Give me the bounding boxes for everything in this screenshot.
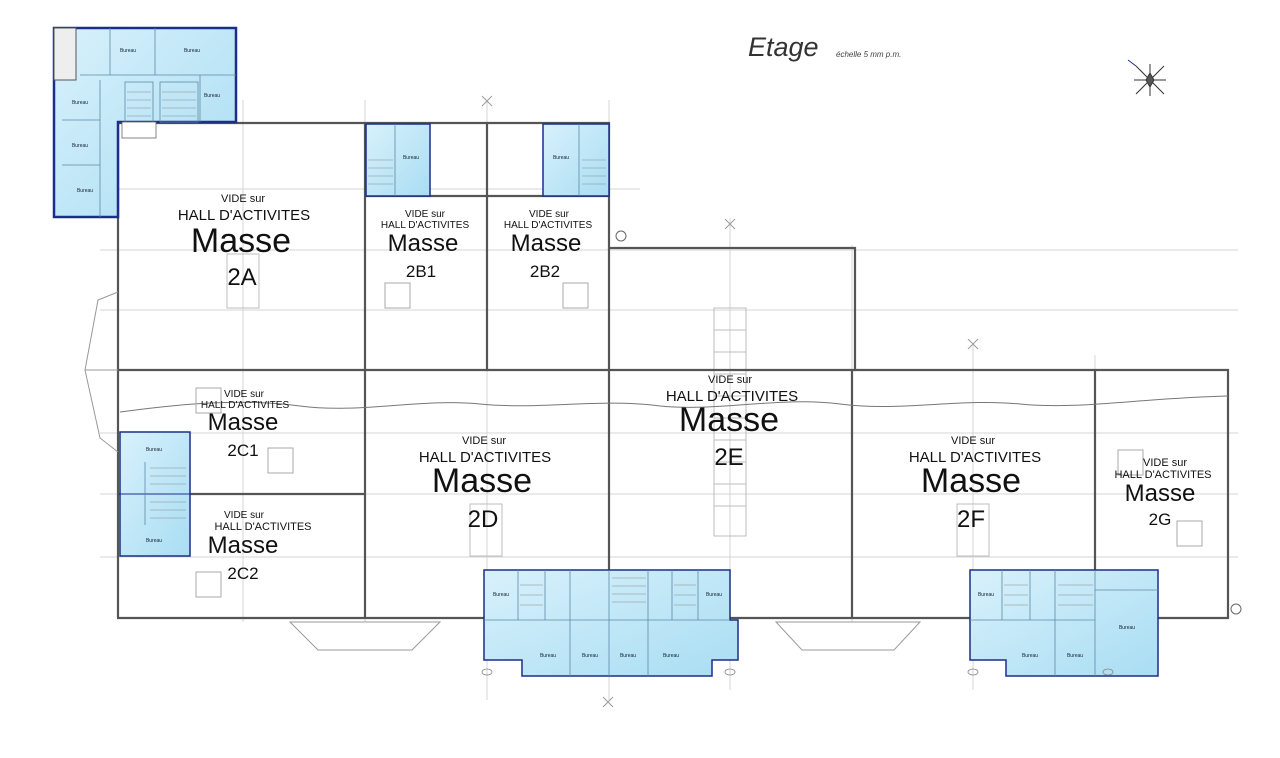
hall-label: HALL D'ACTIVITES [665,388,799,405]
hall-label: HALL D'ACTIVITES [1114,469,1212,481]
masse-id-2c1: 2C1 [227,441,259,460]
office-label: Bureau [71,143,89,149]
office-label: Bureau [71,100,89,106]
masse-id-2e: 2E [714,444,744,471]
masse-label: Masse [678,401,780,439]
scale-note: échelle 5 mm p.m. [836,50,902,59]
office-label: Bureau [581,653,599,659]
roof-hatches [195,282,1203,598]
vide-label: VIDE sur [220,193,266,205]
hall-label: HALL D'ACTIVITES [908,449,1042,466]
hall-label: HALL D'ACTIVITES [503,220,593,231]
vide-label: VIDE sur [404,209,446,220]
vide-label: VIDE sur [707,374,753,386]
vide-label: VIDE sur [950,435,996,447]
outside-markers [481,668,1114,676]
page-title: Etage [748,32,819,62]
masse-label: Masse [207,409,279,436]
office-label: Bureau [1066,653,1084,659]
bottom-canopy-left [288,621,442,651]
masse-id-2f: 2F [956,506,986,533]
masse-label: Masse [1124,480,1196,507]
office-label: Bureau [145,447,163,453]
masse-label: Masse [207,532,279,559]
office-label: Bureau [1021,653,1039,659]
masse-id-2c2: 2C2 [227,564,259,583]
hall-label: HALL D'ACTIVITES [214,521,312,533]
vide-label: VIDE sur [1142,457,1188,469]
office-label: Bureau [619,653,637,659]
office-label: Bureau [203,93,221,99]
office-2b2 [542,123,610,197]
office-2b1 [365,123,431,197]
roof-ridge [119,395,1229,413]
office-label: Bureau [76,188,94,194]
office-label: Bureau [145,538,163,544]
masse-id-2b2: 2B2 [529,262,561,281]
vide-label: VIDE sur [223,510,265,521]
hall-label: HALL D'ACTIVITES [380,220,470,231]
masse-id-2a: 2A [227,264,257,291]
office-label: Bureau [662,653,680,659]
office-label: Bureau [183,48,201,54]
masse-id-2d: 2D [467,506,499,533]
vide-label: VIDE sur [528,209,570,220]
office-block-bottom-center [483,569,739,677]
hall-label: HALL D'ACTIVITES [418,449,552,466]
masse-label: Masse [387,230,459,257]
grid-markers [481,95,979,708]
stair-hatches [226,253,990,557]
office-label: Bureau [552,155,570,161]
drains [615,230,1242,615]
office-label: Bureau [977,592,995,598]
vide-label: VIDE sur [223,389,265,400]
left-canopy [84,291,119,453]
office-2c [119,431,191,557]
office-block-bottom-right [969,569,1159,677]
vide-label: VIDE sur [461,435,507,447]
office-label: Bureau [492,592,510,598]
office-label: Bureau [119,48,137,54]
office-label: Bureau [402,155,420,161]
masse-label: Masse [920,462,1022,500]
office-block-top-left [52,26,238,219]
masse-label: Masse [190,222,292,260]
masse-id-2g: 2G [1148,510,1172,529]
bottom-canopy-right [774,621,922,651]
masse-label: Masse [431,462,533,500]
building-walls [116,121,1230,620]
hall-label: HALL D'ACTIVITES [200,400,290,411]
masse-label: Masse [510,230,582,257]
masse-id-2b1: 2B1 [405,262,437,281]
hall-label: HALL D'ACTIVITES [177,207,311,224]
office-label: Bureau [1118,625,1136,631]
office-label: Bureau [705,592,723,598]
office-label: Bureau [539,653,557,659]
compass-icon [1127,59,1166,96]
